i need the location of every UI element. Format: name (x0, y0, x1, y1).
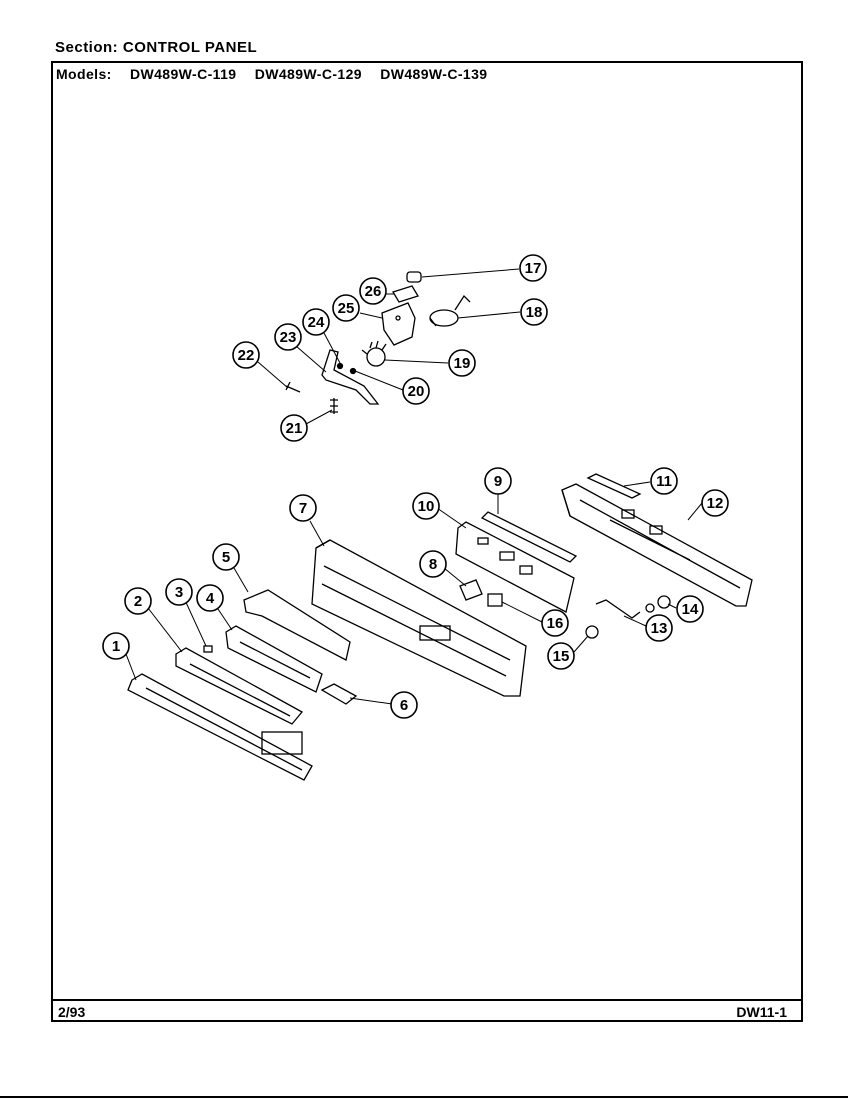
callout-10-number: 10 (418, 498, 435, 515)
callout-8-number: 8 (429, 556, 437, 573)
callout-19: 19 (448, 349, 476, 377)
part-7-drawing (311, 539, 527, 697)
callout-26: 26 (359, 277, 387, 305)
callout-21-number: 21 (286, 420, 303, 437)
part-1-drawing (127, 673, 313, 781)
callout-18-number: 18 (526, 304, 543, 321)
callout-13: 13 (645, 614, 673, 642)
part-11-drawing (586, 473, 642, 499)
callout-24: 24 (302, 308, 330, 336)
callout-7: 7 (289, 494, 317, 522)
models-prefix: Models: (56, 66, 112, 82)
footer-divider (53, 999, 801, 1001)
callout-19-number: 19 (454, 355, 471, 372)
part-8-drawing (459, 579, 483, 601)
callout-2: 2 (124, 587, 152, 615)
part-21-drawing (330, 398, 338, 414)
callout-12: 12 (701, 489, 729, 517)
callout-8: 8 (419, 550, 447, 578)
callout-26-number: 26 (365, 283, 382, 300)
callout-5: 5 (212, 543, 240, 571)
callout-6-number: 6 (400, 697, 408, 714)
part-4-drawing (225, 625, 323, 693)
callout-22: 22 (232, 341, 260, 369)
callout-9-number: 9 (494, 473, 502, 490)
part-18-drawing (429, 294, 471, 327)
section-heading: Section: CONTROL PANEL (55, 39, 257, 56)
callout-15-number: 15 (553, 648, 570, 665)
part-25-drawing (381, 302, 416, 346)
part-6-drawing (320, 683, 358, 705)
callout-20: 20 (402, 377, 430, 405)
callout-1-number: 1 (112, 638, 120, 655)
part-24-drawing (336, 362, 344, 370)
page-bottom-edge (0, 1096, 848, 1098)
callout-6: 6 (390, 691, 418, 719)
model-number: DW489W-C-119 (130, 66, 237, 82)
part-14-drawing (645, 595, 671, 613)
part-16-drawing (487, 593, 503, 607)
part-26-drawing (392, 285, 419, 303)
callout-17-number: 17 (525, 260, 542, 277)
callout-3-number: 3 (175, 584, 183, 601)
section-prefix: Section: (55, 39, 119, 56)
part-10-drawing (455, 521, 575, 613)
callout-23-number: 23 (280, 329, 297, 346)
callout-11: 11 (650, 467, 678, 495)
callout-16-number: 16 (547, 615, 564, 632)
callout-14: 14 (676, 595, 704, 623)
callout-1: 1 (102, 632, 130, 660)
callout-4-number: 4 (206, 590, 215, 607)
part-20-drawing (349, 367, 357, 375)
callout-21: 21 (280, 414, 308, 442)
part-19-drawing (361, 340, 387, 367)
callout-12-number: 12 (707, 495, 724, 512)
part-2-drawing (175, 647, 304, 725)
callout-2-number: 2 (134, 593, 142, 610)
callout-11-number: 11 (656, 473, 672, 490)
model-number: DW489W-C-139 (380, 66, 488, 82)
callout-24-number: 24 (308, 314, 325, 331)
part-12-drawing (561, 483, 753, 607)
footer-date: 2/93 (58, 1004, 86, 1020)
part-5-drawing (243, 589, 351, 661)
footer-page-code: DW11-1 (736, 1004, 787, 1020)
leader-lines (125, 268, 703, 705)
callout-3: 3 (165, 578, 193, 606)
callout-17: 17 (519, 254, 547, 282)
part-17-drawing (406, 271, 422, 283)
callout-10: 10 (412, 492, 440, 520)
part-13-drawing (595, 599, 641, 619)
models-line: Models: DW489W-C-119 DW489W-C-129 DW489W… (56, 66, 501, 82)
callout-25-number: 25 (338, 300, 355, 317)
model-number: DW489W-C-129 (254, 66, 362, 82)
callout-13-number: 13 (651, 620, 668, 637)
callout-5-number: 5 (222, 549, 230, 566)
part-22-drawing (285, 381, 301, 393)
diagram-frame: Models: DW489W-C-119 DW489W-C-129 DW489W… (51, 61, 803, 1022)
section-title: CONTROL PANEL (122, 39, 258, 56)
callout-15: 15 (547, 642, 575, 670)
callout-7-number: 7 (299, 500, 307, 517)
callout-20-number: 20 (408, 383, 425, 400)
callout-16: 16 (541, 609, 569, 637)
part-15-drawing (585, 625, 599, 639)
part-3-drawing (203, 645, 213, 653)
callout-22-number: 22 (238, 347, 255, 364)
callout-23: 23 (274, 323, 302, 351)
callout-4: 4 (196, 584, 224, 612)
callout-25: 25 (332, 294, 360, 322)
callout-14-number: 14 (682, 601, 699, 618)
callout-18: 18 (520, 298, 548, 326)
part-9-drawing (480, 511, 578, 563)
callout-9: 9 (484, 467, 512, 495)
